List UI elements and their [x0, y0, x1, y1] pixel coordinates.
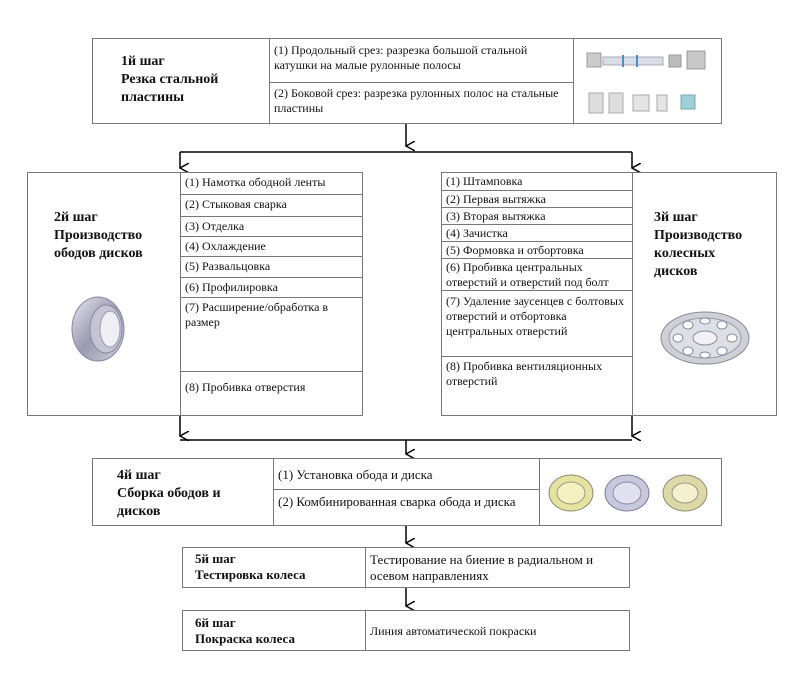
step3-item-3: (3) Вторая вытяжка — [442, 208, 632, 225]
step2-item-8: (8) Пробивка отверстия — [185, 380, 306, 394]
step2-item-6: (6) Профилировка — [181, 278, 362, 298]
step5-box: 5й шаг Тестировка колеса Тестирование на… — [182, 547, 630, 588]
step6-box: 6й шаг Покраска колеса Линия автоматичес… — [182, 610, 630, 651]
step5-text: Тестирование на биение в радиальном и ос… — [370, 552, 594, 583]
step5-title: 5й шаг Тестировка колеса — [195, 551, 306, 582]
step2-item-2: (2) Стыковая сварка — [181, 195, 362, 217]
step4-title: 4й шаг Сборка ободов и дисков — [117, 468, 221, 519]
step3-item-6: (6) Пробивка центральных отверстий и отв… — [442, 259, 632, 291]
assembled-wheels-icon — [548, 474, 708, 512]
step2-title: 2й шаг Производство ободов дисков — [54, 210, 143, 261]
step3-item-5: (5) Формовка и отбортовка — [442, 242, 632, 259]
step4-item-2: (2) Комбинированная сварка обода и диска — [278, 494, 516, 509]
step1-box: 1й шаг Резка стальной пластины (1) Продо… — [92, 38, 722, 124]
step1-item-2: (2) Боковой срез: разрезка рулонных поло… — [274, 86, 559, 115]
step3-item-4: (4) Зачистка — [442, 225, 632, 242]
coil-slitting-illustration — [586, 50, 706, 70]
step3-title: 3й шаг Производство колесных дисков — [654, 210, 743, 279]
step3-box: (1) Штамповка (2) Первая вытяжка (3) Вто… — [441, 172, 777, 416]
sheet-cutting-illustration — [588, 92, 696, 114]
step2-item-4: (4) Охлаждение — [181, 237, 362, 257]
step6-text: Линия автоматической покраски — [370, 624, 537, 638]
step3-item-1: (1) Штамповка — [442, 173, 632, 191]
step4-item-1: (1) Установка обода и диска — [278, 467, 433, 482]
step6-title: 6й шаг Покраска колеса — [195, 615, 295, 646]
step3-item-2: (2) Первая вытяжка — [442, 191, 632, 208]
step2-item-5: (5) Развальцовка — [181, 257, 362, 278]
step4-box: 4й шаг Сборка ободов и дисков (1) Устано… — [92, 458, 722, 526]
step1-title: 1й шаг Резка стальной пластины — [121, 54, 219, 105]
step2-item-3: (3) Отделка — [181, 217, 362, 237]
rim-icon — [71, 296, 125, 362]
step2-item-7: (7) Расширение/обработка в размер — [181, 298, 362, 372]
step3-item-8: (8) Пробивка вентиляционных отверстий — [446, 359, 603, 388]
step2-box: 2й шаг Производство ободов дисков (1) На… — [27, 172, 363, 416]
step1-item-1: (1) Продольный срез: разрезка большой ст… — [274, 43, 528, 72]
step3-item-7: (7) Удаление заусенцев с болтовых отверс… — [442, 291, 632, 357]
wheel-disc-icon — [660, 311, 750, 365]
step2-item-1: (1) Намотка ободной ленты — [181, 173, 362, 195]
